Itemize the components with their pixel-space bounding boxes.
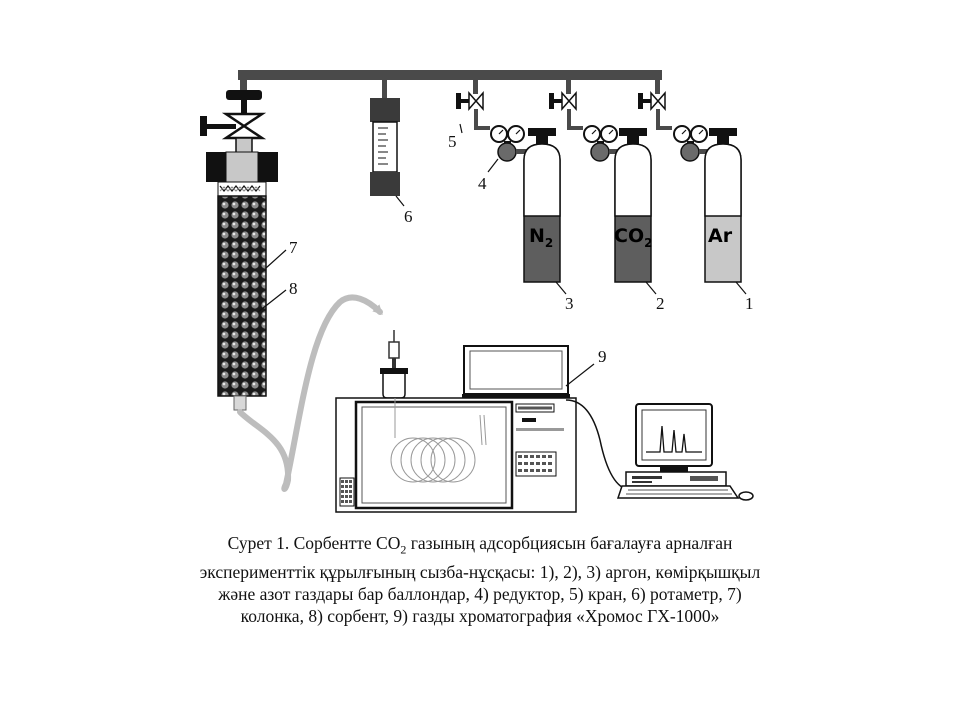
caption-line-2: эксперименттік құрылғының сызба-нұсқасы:… — [199, 561, 761, 582]
valve-ar — [638, 91, 672, 130]
caption-line-4: колонка, 8) сорбент, 9) газды хроматогра… — [240, 605, 720, 626]
sorbent-column — [217, 195, 267, 411]
label-4: 4 — [478, 174, 487, 193]
transfer-arrow — [237, 294, 383, 492]
caption-line-3: және азот газдары бар баллондар, 4) реду… — [218, 583, 742, 604]
label-5: 5 — [448, 132, 457, 151]
computer — [616, 403, 754, 501]
data-cable — [565, 399, 631, 491]
label-7: 7 — [289, 238, 298, 257]
label-3: 3 — [565, 294, 574, 313]
column-leaders — [257, 249, 287, 313]
label-2: 2 — [656, 294, 665, 313]
cylinder-co2-label: CO2 — [614, 225, 652, 250]
reducer-co2 — [583, 125, 633, 162]
column-valve — [200, 90, 267, 155]
cylinder-n2-label: N2 — [529, 225, 553, 250]
cylinder-co2 — [614, 128, 652, 283]
rotameter — [370, 98, 405, 207]
figure-caption: Сурет 1. Сорбентте СО2 газының адсорбция… — [130, 532, 830, 627]
valve-n2 — [456, 91, 490, 130]
caption-line-1: Сурет 1. Сорбентте СО2 газының адсорбция… — [227, 533, 733, 557]
cylinder-ar-label: Ar — [708, 225, 733, 247]
sample-vessel — [380, 330, 408, 399]
label-6: 6 — [404, 207, 413, 226]
cylinder-leaders — [555, 281, 747, 295]
label-1: 1 — [745, 294, 754, 313]
reducer-ar — [673, 125, 723, 162]
gas-chromatograph — [335, 397, 577, 513]
column-cap — [206, 151, 278, 197]
cylinder-n2 — [523, 128, 561, 283]
valve-co2 — [549, 91, 583, 130]
label-8: 8 — [289, 279, 298, 298]
cylinder-ar — [704, 128, 742, 283]
chromatograph-display — [462, 345, 570, 398]
gas-manifold — [238, 70, 662, 98]
label-9: 9 — [598, 347, 607, 366]
